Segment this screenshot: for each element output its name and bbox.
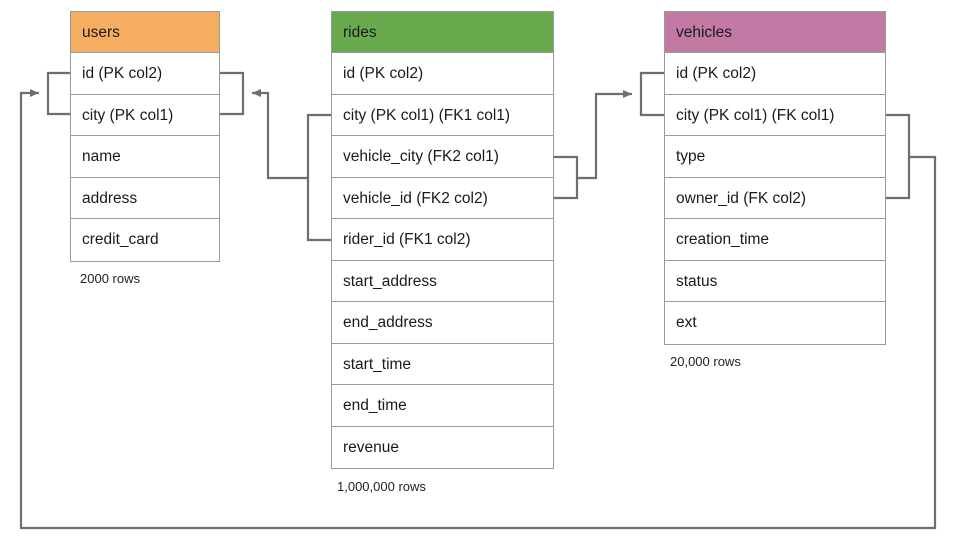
field-row[interactable]: start_address [332,260,553,302]
table-header-vehicles: vehicles [665,12,885,53]
connector-rides-to-vehicles [577,90,632,180]
users-right-bracket [220,71,245,116]
field-row[interactable]: city (PK col1) (FK col1) [665,94,885,136]
field-row[interactable]: owner_id (FK col2) [665,177,885,219]
field-row[interactable]: id (PK col2) [71,53,219,95]
vehicles-left-bracket [639,71,664,117]
field-row[interactable]: vehicle_city (FK2 col1) [332,136,553,178]
users-left-bracket [46,71,70,116]
table-vehicles[interactable]: vehicles id (PK col2) city (PK col1) (FK… [664,11,886,345]
field-row[interactable]: end_address [332,302,553,344]
rides-right-bracket [554,155,579,200]
row-count-users: 2000 rows [80,271,140,286]
field-row[interactable]: end_time [332,385,553,427]
rides-left-bracket [306,113,331,242]
table-header-rides: rides [332,12,553,53]
table-users[interactable]: users id (PK col2) city (PK col1) name a… [70,11,220,262]
field-row[interactable]: city (PK col1) (FK1 col1) [332,94,553,136]
field-row[interactable]: vehicle_id (FK2 col2) [332,177,553,219]
field-row[interactable]: ext [665,302,885,344]
row-count-rides: 1,000,000 rows [337,479,426,494]
field-row[interactable]: credit_card [71,219,219,261]
field-row[interactable]: creation_time [665,219,885,261]
table-header-users: users [71,12,219,53]
table-rides[interactable]: rides id (PK col2) city (PK col1) (FK1 c… [331,11,554,469]
connector-rides-to-users [252,89,308,180]
field-row[interactable]: city (PK col1) [71,94,219,136]
row-count-vehicles: 20,000 rows [670,354,741,369]
vehicles-right-bracket [886,113,911,200]
field-row[interactable]: revenue [332,426,553,468]
field-row[interactable]: status [665,260,885,302]
field-row[interactable]: id (PK col2) [665,53,885,95]
field-row[interactable]: id (PK col2) [332,53,553,95]
field-row[interactable]: address [71,177,219,219]
field-row[interactable]: start_time [332,343,553,385]
field-row[interactable]: type [665,136,885,178]
field-row[interactable]: name [71,136,219,178]
field-row[interactable]: rider_id (FK1 col2) [332,219,553,261]
